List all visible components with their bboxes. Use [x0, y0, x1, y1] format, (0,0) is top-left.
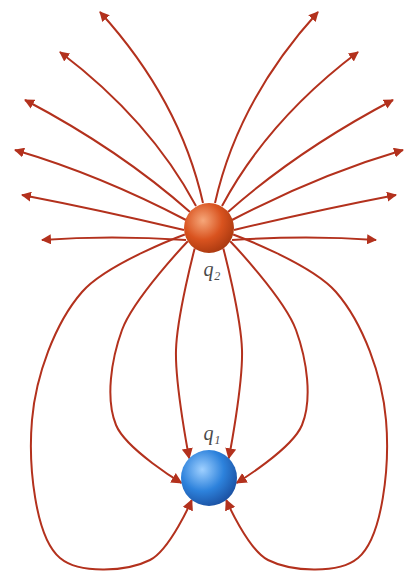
field-line — [22, 195, 184, 230]
field-line — [31, 234, 192, 569]
charge-circle — [181, 450, 237, 506]
charge-label: q₁ — [202, 422, 223, 444]
positive-charge: q₂ — [184, 203, 234, 253]
field-line — [228, 100, 393, 212]
charge-sphere — [184, 203, 234, 253]
field-line — [176, 248, 195, 458]
field-line — [226, 234, 387, 569]
field-line — [110, 241, 187, 483]
field-line — [42, 238, 186, 241]
charge-circle — [184, 203, 234, 253]
field-line — [223, 248, 242, 458]
field-line — [222, 52, 358, 206]
negative-charge: q₁ — [181, 450, 237, 506]
field-line — [25, 100, 190, 212]
charge-sphere — [181, 450, 237, 506]
field-line — [15, 150, 186, 220]
charge-label: q₂ — [202, 258, 223, 280]
field-line — [232, 238, 376, 241]
field-line — [60, 52, 196, 206]
field-line — [234, 195, 396, 230]
field-line — [100, 12, 203, 203]
field-line — [232, 150, 403, 220]
field-line — [215, 12, 318, 203]
field-line — [230, 241, 307, 483]
